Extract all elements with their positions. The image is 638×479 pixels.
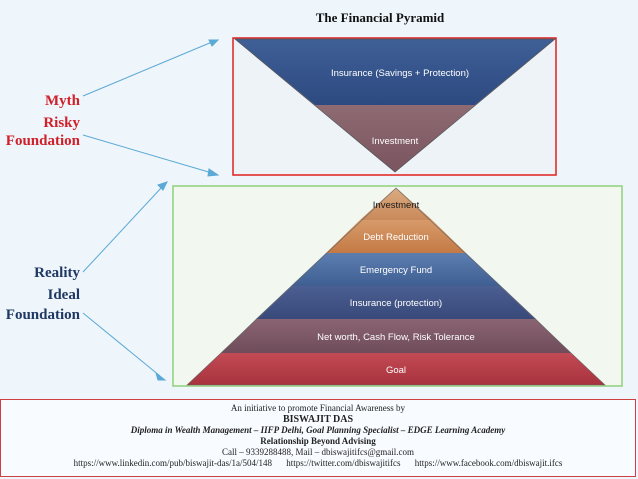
footer-links: https://www.linkedin.com/pub/biswajit-da… [1,458,635,469]
pyramid-outline [186,187,606,386]
footer-intro: An initiative to promote Financial Aware… [230,403,406,413]
reality-label-line2: Ideal [47,287,80,303]
inverted-pyramid-outline [233,38,557,173]
facebook-link[interactable]: https://www.facebook.com/dbiswajit.ifcs [414,458,563,468]
reality-arrow-up [82,186,163,273]
footer-contact: Call – 9339288488, Mail – dbiswajitifcs@… [221,447,415,457]
twitter-link[interactable]: https://twitter.com/dbiswajitifcs [286,458,401,468]
myth-label-line1: Myth [45,93,80,109]
linkedin-link[interactable]: https://www.linkedin.com/pub/biswajit-da… [73,458,272,468]
reality-arrow-down-head [155,371,167,381]
inverted-layer-insurance [235,39,555,105]
footer: An initiative to promote Financial Aware… [0,399,636,477]
pyramid-label-investment: Investment [373,200,420,211]
page-title: The Financial Pyramid [315,10,445,25]
pyramid-label-emergency-fund: Emergency Fund [360,265,432,276]
pyramid-layer-emergency-fund [291,253,501,286]
inverted-label-insurance: Insurance (Savings + Protection) [331,68,469,79]
inverted-layer-investment [315,105,475,172]
reality-arrow-down [82,312,161,377]
pyramid-label-debt-reduction: Debt Reduction [363,232,428,243]
arrows [82,39,220,381]
myth-label: Myth Risky Foundation [0,90,80,152]
pyramid-label-networth: Net worth, Cash Flow, Risk Tolerance [317,332,475,343]
footer-name: BISWAJIT DAS [282,414,354,425]
footer-tagline: Relationship Beyond Advising [260,436,376,446]
myth-arrow-up [82,41,213,97]
pyramid-layer-insurance [256,286,536,319]
reality-label: Reality Ideal Foundation [0,262,80,326]
myth-arrow-up-head [208,39,220,47]
myth-arrow-down [82,134,213,174]
pyramid-diagram: Insurance (Savings + Protection) Investm… [82,37,623,387]
pyramid-layer-investment [360,192,432,220]
reality-label-line1: Reality [34,265,80,281]
pyramid-apex [391,188,401,192]
pyramid-layer-goal [187,353,605,385]
pyramid-layer-networth [221,319,571,353]
pyramid-layer-debt-reduction [326,220,466,253]
myth-label-line3: Foundation [5,133,80,149]
myth-arrow-down-head [207,168,220,177]
footer-diploma: Diploma in Wealth Management – IIFP Delh… [130,425,506,435]
pyramid-label-insurance: Insurance (protection) [350,298,442,309]
reality-arrow-up-head [157,181,168,191]
reality-label-line3: Foundation [5,307,80,323]
pyramid-label-goal: Goal [386,365,406,376]
inverted-label-investment: Investment [372,136,419,147]
myth-label-line2: Risky [43,115,80,131]
